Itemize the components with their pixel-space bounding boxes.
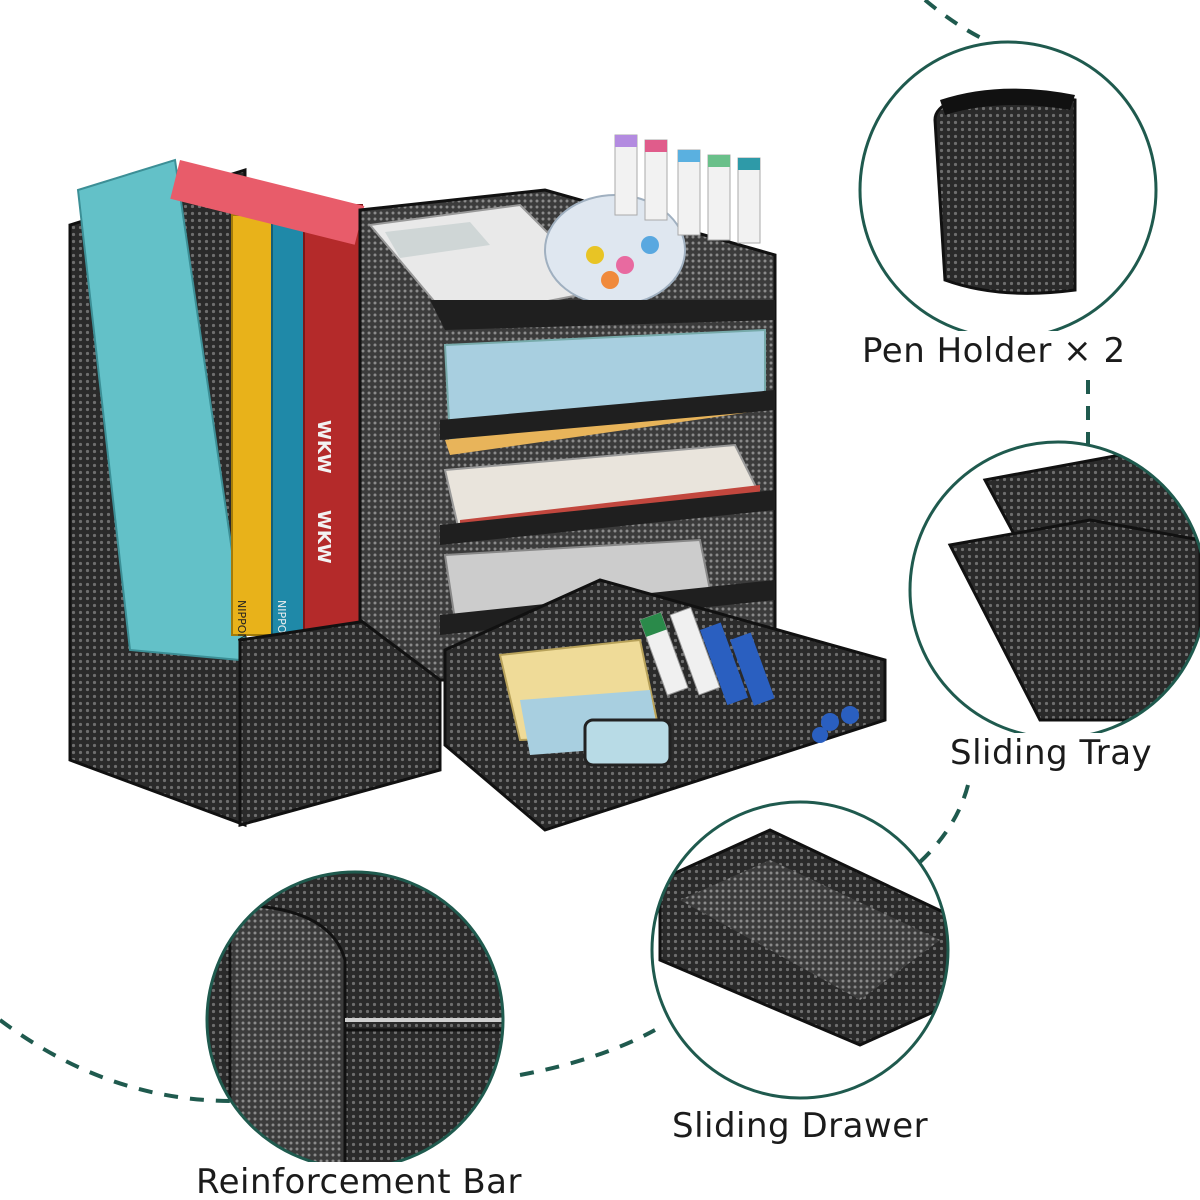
organizer-illustration: NIPPON NIPPON WKW WKW [68,134,887,832]
sliding-drawer [443,578,887,832]
dashed-line-top [923,0,986,42]
dashed-connector-lines [0,0,1090,1103]
callout-pen-holder: Pen Holder × 2 [862,331,1126,371]
callout-sliding-tray: Sliding Tray [950,733,1153,773]
pen-holder-cup [933,90,1077,295]
shelf-2 [440,390,775,440]
whiteboard-markers [639,606,775,706]
detail-reinforcement-bar [205,870,505,1170]
detail-sliding-tray [908,440,1200,740]
book-yellow [231,214,273,636]
callout-sliding-drawer: Sliding Drawer [672,1106,929,1146]
dashed-line-tray-to-drawer [903,784,970,877]
detail-pen-holder [858,40,1158,340]
callout-reinforcement-bar: Reinforcement Bar [196,1162,522,1200]
book-spine-2: NIPPON [275,600,288,642]
book-spine-1: NIPPON [235,600,248,642]
book-pink-top [170,160,365,245]
drawer-label-holder [583,718,672,767]
dashed-line-bar-to-drawer [519,1028,656,1077]
dashed-line-left-arc [0,1018,261,1103]
marker-set [614,134,761,244]
shelf-1 [430,300,775,330]
shelf-3 [440,490,775,545]
detail-sliding-drawer [650,800,950,1100]
book-spine-3: WKW [313,420,334,474]
book-spine-4: WKW [313,510,334,564]
calculator-display [385,222,490,258]
book-blue [271,214,305,636]
